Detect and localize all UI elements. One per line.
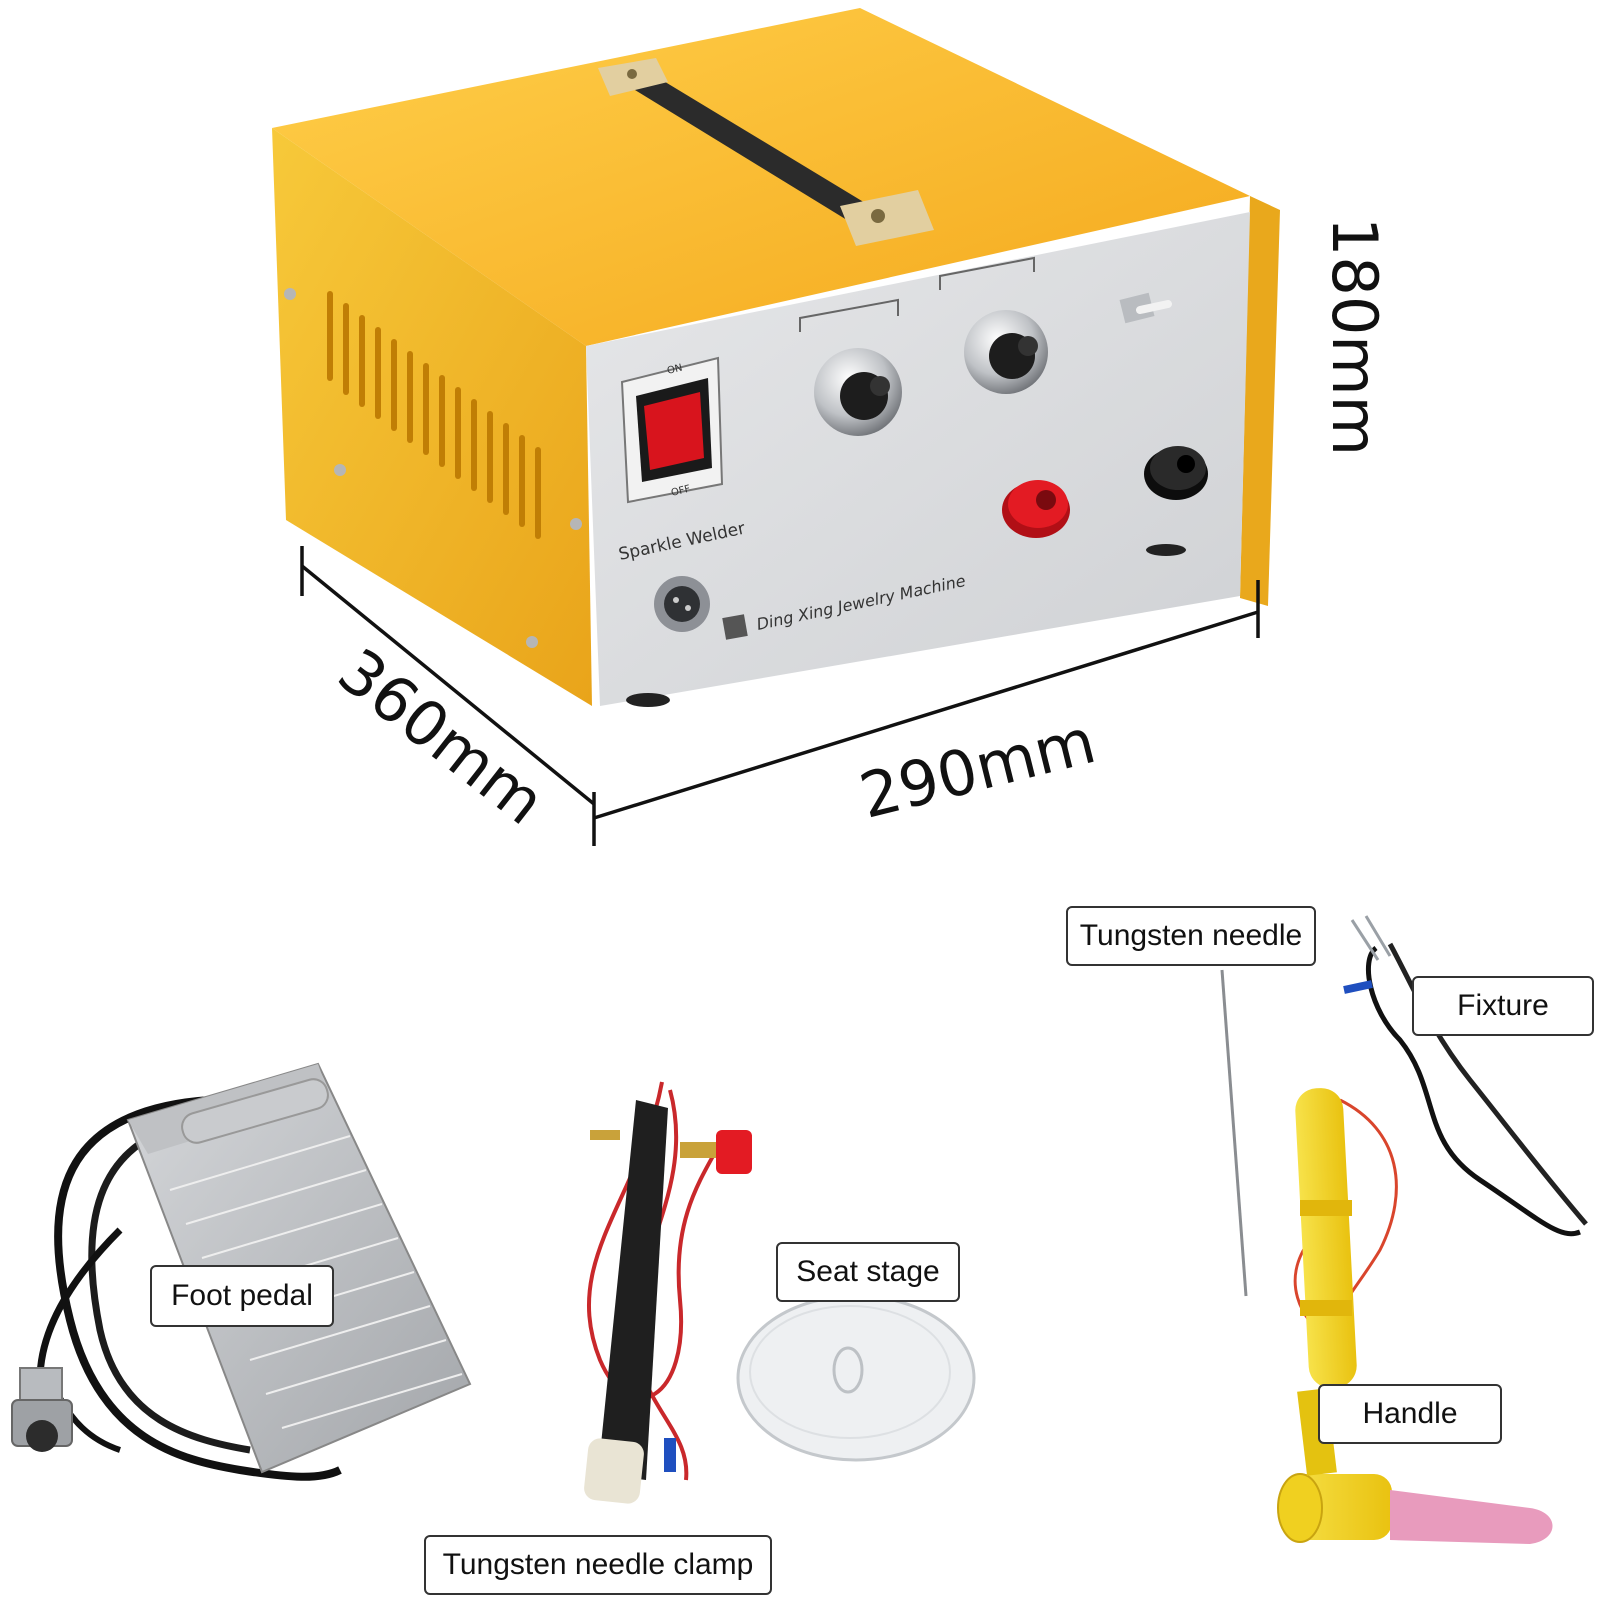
handle-bracket: [840, 190, 934, 246]
width-dimension-line: [593, 610, 1259, 820]
dimension-lines: [300, 546, 1260, 846]
fixture-cable: [1343, 915, 1588, 1237]
brand-logo: [722, 614, 748, 640]
seat-stage: [736, 1294, 976, 1462]
power-knob-right: [964, 310, 1048, 394]
mode-toggle: [1119, 292, 1172, 324]
machine-side: [272, 128, 592, 706]
switch-on-text: ON: [666, 363, 684, 377]
aviation-plug: [11, 1367, 73, 1452]
red-terminal: [1002, 480, 1070, 538]
pedal-socket: [654, 576, 710, 632]
black-terminal: [1144, 446, 1208, 500]
switch-off-text: OFF: [670, 483, 692, 498]
power-switch: ON OFF: [620, 356, 724, 504]
foot-pedal-label: Foot pedal: [150, 1265, 334, 1327]
front-panel: [586, 212, 1250, 706]
height-dimension: 180mm: [1318, 216, 1392, 457]
side-screw: [284, 288, 296, 300]
handle-label: Handle: [1318, 1384, 1502, 1444]
carry-handle: [622, 74, 890, 228]
side-screw: [526, 636, 538, 648]
vent-slots: [327, 291, 541, 539]
depth-dimension-line: [300, 564, 596, 806]
needle-clamp: [584, 1081, 752, 1504]
welding-handle: [1277, 1088, 1553, 1544]
machine-right-edge: [1240, 196, 1280, 606]
side-screw: [570, 518, 582, 530]
tungsten-needle-label: Tungsten needle: [1066, 906, 1316, 966]
seat-stage-label: Seat stage: [776, 1242, 960, 1302]
machine-top: [272, 8, 1250, 346]
power-knob-left: [814, 348, 902, 436]
welder-machine: ON OFF: [272, 8, 1280, 707]
fixture-label: Fixture: [1412, 976, 1594, 1036]
needle-clamp-label: Tungsten needle clamp: [424, 1535, 772, 1595]
tungsten-needle: [1220, 969, 1248, 1297]
side-screw: [334, 464, 346, 476]
